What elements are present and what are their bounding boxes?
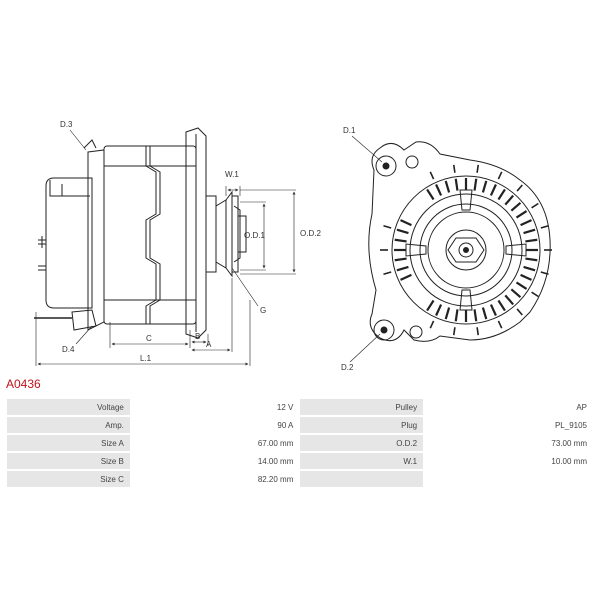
vent-slot-outer: [531, 202, 539, 209]
front-view: [368, 141, 551, 342]
spec-label: Pulley: [300, 399, 424, 415]
vent-slot: [473, 309, 478, 322]
label-l1: L.1: [140, 354, 152, 363]
vent-slot: [473, 178, 478, 191]
label-d2: D.2: [341, 363, 354, 372]
vent-slot: [400, 219, 412, 227]
vent-slot: [396, 228, 409, 235]
vent-slot-outer: [429, 171, 435, 180]
vent-slot-outer: [531, 291, 539, 298]
vent-slot-outer: [452, 327, 456, 336]
cooling-vent-slots: [380, 164, 552, 336]
table-row: Size A 67.00 mm O.D.2 73.00 mm: [7, 435, 593, 451]
label-od2: O.D.2: [300, 229, 321, 238]
vent-slot-outer: [540, 271, 549, 275]
part-number: A0436: [6, 377, 41, 391]
side-view: [34, 127, 296, 366]
vent-slot: [497, 299, 506, 312]
vent-slot: [510, 202, 522, 212]
label-c: C: [146, 334, 152, 343]
label-d3: D.3: [60, 120, 73, 129]
vent-slot: [515, 281, 528, 290]
table-row: Size C 82.20 mm: [7, 471, 593, 487]
vent-slot: [400, 273, 412, 281]
vent-slot-outer: [516, 308, 523, 316]
table-row: Voltage 12 V Pulley AP: [7, 399, 593, 415]
vent-slot-outer: [497, 171, 503, 180]
vent-slot: [454, 309, 459, 322]
spec-value: 73.00 mm: [424, 435, 593, 451]
spec-value: AP: [424, 399, 593, 415]
vent-slot: [523, 265, 536, 272]
spec-label: Plug: [300, 417, 424, 433]
vent-slot: [510, 288, 522, 298]
table-row: Size B 14.00 mm W.1 10.00 mm: [7, 453, 593, 469]
spec-label-empty: [300, 471, 424, 487]
label-w1: W.1: [225, 170, 239, 179]
label-d4: D.4: [62, 345, 75, 354]
spec-label: Amp.: [7, 417, 130, 433]
vent-slot-outer: [429, 320, 435, 329]
vent-slot: [426, 188, 435, 201]
vent-slot: [396, 265, 409, 272]
vent-slot: [426, 299, 435, 312]
spec-value: PL_9105: [424, 417, 593, 433]
vent-slot-outer: [383, 271, 392, 275]
vent-slot-outer: [476, 164, 480, 173]
spec-label: Size C: [7, 471, 130, 487]
spec-value: 90 A: [130, 417, 300, 433]
vent-slot: [394, 238, 407, 243]
vent-slot-outer: [476, 327, 480, 336]
spec-value: 12 V: [130, 399, 300, 415]
vent-slot: [520, 219, 532, 227]
label-od1: O.D.1: [244, 231, 265, 240]
spec-value-empty: [424, 471, 593, 487]
vent-slot-outer: [540, 225, 549, 229]
vent-slot: [489, 184, 497, 196]
label-g: G: [260, 306, 266, 315]
spec-label: Size B: [7, 453, 130, 469]
vent-slot: [481, 180, 488, 193]
vent-slot-outer: [516, 184, 523, 192]
label-a: A: [206, 340, 212, 349]
spec-label: Voltage: [7, 399, 130, 415]
spec-value: 67.00 mm: [130, 435, 300, 451]
vent-slot: [525, 238, 538, 243]
vent-slot-outer: [497, 320, 503, 329]
vent-slot: [504, 194, 514, 206]
vent-slot: [515, 210, 528, 219]
vent-slot: [504, 294, 514, 306]
spec-table: Voltage 12 V Pulley AP Amp. 90 A Plug PL…: [6, 397, 594, 489]
label-b: B: [195, 332, 200, 341]
vent-slot: [435, 304, 443, 316]
vent-slot: [497, 188, 506, 201]
spec-label: O.D.2: [300, 435, 424, 451]
spec-value: 10.00 mm: [424, 453, 593, 469]
spec-value: 14.00 mm: [130, 453, 300, 469]
vent-slot: [435, 184, 443, 196]
table-row: Amp. 90 A Plug PL_9105: [7, 417, 593, 433]
label-d1: D.1: [343, 126, 356, 135]
spec-label: W.1: [300, 453, 424, 469]
vent-slot: [489, 304, 497, 316]
vent-slot: [394, 257, 407, 262]
vent-slot: [520, 273, 532, 281]
front-view-leaders: [349, 135, 383, 363]
vent-slot: [525, 257, 538, 262]
spec-value: 82.20 mm: [130, 471, 300, 487]
vent-slot: [523, 228, 536, 235]
vent-slot-outer: [383, 225, 392, 229]
vent-slot: [481, 307, 488, 320]
vent-slot-outer: [452, 164, 456, 173]
spec-label: Size A: [7, 435, 130, 451]
vent-slot: [444, 180, 451, 193]
vent-slot: [444, 307, 451, 320]
vent-slot: [454, 178, 459, 191]
alternator-technical-drawing: D.3 D.4 W.1 O.D.1 O.D.2 G C B A L.1: [34, 120, 552, 372]
